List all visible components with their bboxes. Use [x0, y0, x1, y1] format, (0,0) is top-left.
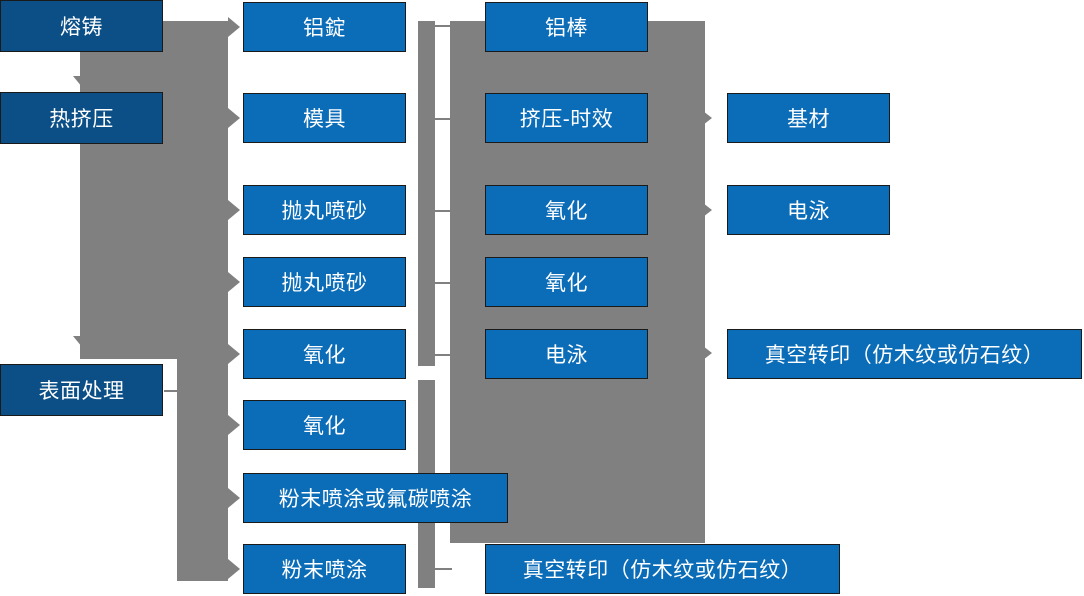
connector-stage-spine-narrow	[177, 359, 228, 581]
connector-arrow-to-oxidation-2	[228, 415, 240, 435]
connector-line-to-vacuum-transfer-right	[694, 352, 706, 355]
connector-arrow-down-hot-extrusion	[73, 76, 91, 87]
connector-tick-oxidation-3	[435, 210, 452, 212]
connector-tick-extrusion-aging	[435, 118, 452, 120]
node-aluminum-ingot[interactable]: 铝錠	[243, 0, 411, 52]
connector-arrow-to-powder-coating	[228, 559, 240, 579]
stage-surface-treatment[interactable]: 表面处理	[0, 364, 163, 416]
connector-arrow-to-vacuum-transfer-right	[703, 346, 712, 360]
stage-melting-casting[interactable]: 熔铸	[0, 0, 163, 52]
node-shot-blasting-2[interactable]: 抛丸喷砂	[243, 253, 411, 307]
connector-tick-oxidation-4	[435, 282, 452, 284]
connector-arrow-to-mold	[228, 108, 240, 128]
connector-arrow-to-shot-blasting-1	[228, 200, 240, 220]
node-oxidation-2[interactable]: 氧化	[243, 396, 411, 450]
connector-arrow-to-aluminum-ingot	[228, 17, 240, 37]
connector-stub-surface-treatment	[164, 390, 188, 392]
connector-mid-bar-upper	[418, 21, 435, 366]
connector-tick-aluminum-bar	[435, 25, 452, 27]
node-vacuum-transfer-right[interactable]: 真空转印（仿木纹或仿石纹）	[727, 325, 1084, 379]
connector-tick-vacuum-transfer-bottom	[435, 568, 452, 570]
connector-arrow-to-powder-or-pvdf-coating	[228, 488, 240, 508]
connector-arrow-down-surface-treatment	[73, 336, 91, 347]
connector-stage-bracket-wide	[80, 21, 228, 359]
node-powder-or-pvdf-coating[interactable]: 粉末喷涂或氟碳喷涂	[243, 469, 513, 523]
node-shot-blasting-1[interactable]: 抛丸喷砂	[243, 181, 411, 235]
node-base-material[interactable]: 基材	[727, 89, 895, 143]
node-powder-coating[interactable]: 粉末喷涂	[243, 540, 411, 594]
connector-arrow-to-oxidation-1	[228, 344, 240, 364]
node-electrophoresis-2[interactable]: 电泳	[727, 181, 895, 235]
stage-hot-extrusion[interactable]: 热挤压	[0, 92, 163, 144]
connector-tick-electrophoresis-1	[435, 354, 452, 356]
node-oxidation-3[interactable]: 氧化	[485, 181, 653, 235]
node-oxidation-4[interactable]: 氧化	[485, 253, 653, 307]
connector-arrow-to-electrophoresis-2	[703, 203, 712, 217]
node-extrusion-aging[interactable]: 挤压-时效	[485, 89, 653, 143]
node-vacuum-transfer-bottom[interactable]: 真空转印（仿木纹或仿石纹）	[485, 540, 845, 594]
connector-arrow-to-shot-blasting-2	[228, 272, 240, 292]
node-oxidation-1[interactable]: 氧化	[243, 325, 411, 379]
node-mold[interactable]: 模具	[243, 89, 411, 143]
connector-line-to-electrophoresis-2	[694, 209, 706, 212]
node-electrophoresis-1[interactable]: 电泳	[485, 325, 653, 379]
node-aluminum-bar[interactable]: 铝棒	[485, 0, 653, 52]
connector-arrow-to-base-material	[703, 111, 712, 125]
connector-line-to-base-material	[694, 117, 706, 120]
